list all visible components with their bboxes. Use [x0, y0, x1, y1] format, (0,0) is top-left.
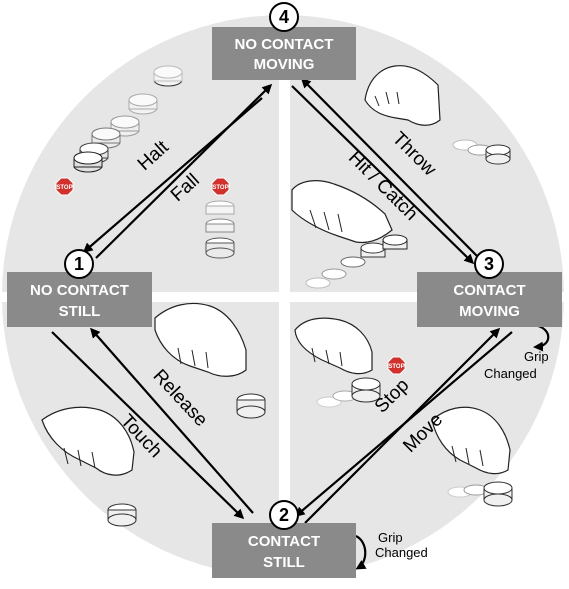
arrow-hit-catch [300, 77, 479, 258]
stop-sign-text: STOP [212, 185, 228, 191]
state-4-box: NO CONTACT MOVING [212, 27, 356, 80]
hand-touch-illustration [41, 406, 137, 527]
arrow-fall [95, 83, 273, 259]
hand-move-illustration [431, 406, 513, 507]
grip-loop-arrow-bottom [355, 535, 367, 570]
state-1-number-badge: 1 [64, 249, 94, 279]
state-4-number-badge: 4 [269, 2, 299, 32]
state-3-line2: MOVING [459, 303, 520, 320]
hand-throw-illustration [364, 65, 511, 165]
state-2-box: CONTACT STILL [212, 523, 356, 578]
state-2-number-badge: 2 [269, 500, 299, 530]
hand-stop-illustration [294, 317, 381, 408]
state-3-number-badge: 3 [474, 249, 504, 279]
state-3-line1: CONTACT [453, 282, 525, 299]
state-1-number: 1 [74, 254, 84, 274]
arrow-touch [51, 331, 245, 520]
grip-label-right-line2: Changed [484, 366, 537, 381]
stop-sign-text: STOP [388, 364, 404, 370]
horizontal-divider [0, 292, 569, 302]
state-1-line1: NO CONTACT [30, 282, 129, 299]
arrow-throw [291, 85, 475, 265]
grip-loop-arrow-right [533, 324, 550, 352]
hand-release-illustration [154, 302, 266, 419]
state-4-line1: NO CONTACT [235, 36, 334, 53]
stop-sign-right: STOP [387, 356, 406, 375]
puck-illustration-top-left [73, 65, 183, 173]
grip-label-bottom-line1: Grip [378, 530, 403, 545]
arrow-release [90, 327, 254, 514]
state-3-number: 3 [484, 254, 494, 274]
state-3-box: CONTACT MOVING [417, 272, 562, 327]
hand-hit-catch-illustration [291, 180, 408, 289]
state-4-line2: MOVING [254, 56, 315, 73]
state-2-line2: STILL [263, 554, 305, 571]
state-2-number: 2 [279, 505, 289, 525]
state-4-number: 4 [279, 7, 289, 27]
stop-sign-left: STOP [55, 177, 74, 196]
grip-label-right-line1: Grip [524, 349, 549, 364]
state-2-line1: CONTACT [248, 533, 320, 550]
state-1-box: NO CONTACT STILL [7, 272, 152, 327]
state-1-line2: STILL [59, 303, 101, 320]
puck-stack-falling [205, 200, 235, 259]
arrow-move [294, 331, 513, 517]
stop-sign-text: STOP [56, 185, 72, 191]
grip-label-bottom-line2: Changed [375, 545, 428, 560]
stop-sign-center: STOP [211, 177, 230, 196]
